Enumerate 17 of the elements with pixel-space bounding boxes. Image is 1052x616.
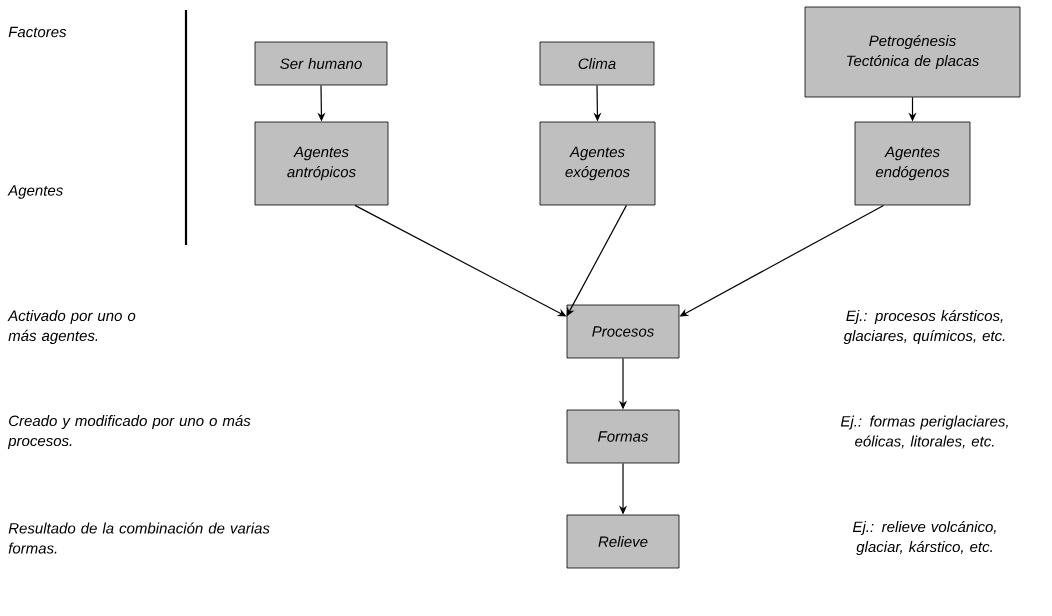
side-note: Activado por uno o más agentes. [7, 310, 136, 344]
side-note: Ej.: procesos kársticos, glaciares, químicos, etc. [843, 309, 1005, 345]
process-box: Procesos [566, 304, 680, 359]
process-box: Clima [539, 41, 655, 86]
side-note: Resultado de la combinación de varias formas. [8, 522, 270, 554]
process-box: Relieve [566, 514, 680, 569]
process-box: Ser humano [254, 41, 388, 86]
process-box: Agentes exógenos [539, 121, 656, 206]
side-note: Ej.: relieve volcánico, glaciar, kárstico, etc. [852, 520, 996, 556]
process-box: Agentes antrópicos [254, 121, 389, 206]
process-box: Formas [566, 409, 680, 464]
side-note: Creado y modificado por uno o más procesos. [7, 414, 251, 450]
side-note: Ej.: formas periglaciares, eólicas, litorales, etc. [840, 415, 1008, 449]
process-box: Petrogénesis Tectónica de placas [804, 6, 1021, 98]
side-note: Factores [8, 26, 67, 38]
side-note: Agentes [7, 185, 63, 199]
process-box: Agentes endógenos [854, 121, 971, 206]
